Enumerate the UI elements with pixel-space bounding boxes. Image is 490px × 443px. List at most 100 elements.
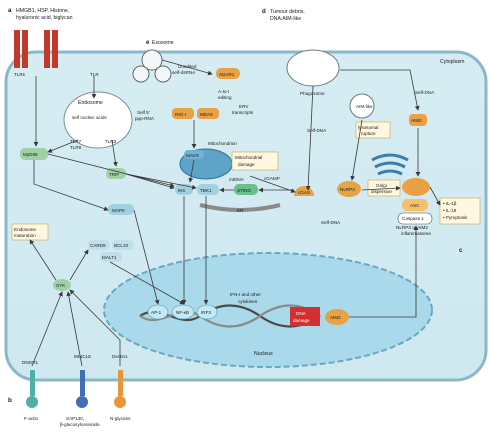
golgi-line2: dispersion <box>371 189 392 194</box>
mincle-label: MINCLE <box>74 354 91 359</box>
mito-damage-line1: Mitochondrial <box>235 155 262 160</box>
er-membrane <box>199 203 281 212</box>
panel-e-label: e <box>146 39 150 46</box>
nfkb-label: NF-κB <box>176 310 189 315</box>
endo-mat-line1: Endosome <box>14 227 36 232</box>
sap130-line1: SAP130, <box>66 416 84 421</box>
tumour-debris-line1: Tumour debris, <box>270 9 305 15</box>
dna-strand-a <box>139 304 321 328</box>
aim2-top-label: AIM2 <box>411 118 422 123</box>
bcl10-node <box>112 240 134 250</box>
mda5-node <box>197 108 219 119</box>
aim2-nuc-label: AIM2 <box>330 315 341 320</box>
endosome-sub-label: self nucleic acids <box>72 115 107 120</box>
trif-label: TRIF <box>109 172 119 177</box>
ifn-line2: cytokines <box>238 299 258 304</box>
self-dna-label-3: Self-DNA <box>321 220 341 225</box>
inflammasome-line1: NLRP3 or AIM2 <box>396 225 428 230</box>
lysosomal-box <box>355 121 391 139</box>
asc-label: ASC <box>410 203 420 208</box>
top-ligands-line1: HMGB1, HSP, Histone, <box>16 8 69 14</box>
malt1-node <box>100 252 122 262</box>
ap1-node <box>147 304 169 320</box>
lysosomal-line1: lysosomal <box>358 125 378 130</box>
endosome-label: Endosome <box>78 100 103 106</box>
erv-line2: transcripts <box>232 110 254 115</box>
card9-node <box>88 240 110 250</box>
bcl10-label: BCL10 <box>114 243 128 248</box>
unedited-line1: Unedited <box>178 64 197 69</box>
sap130-line2: β-glucosylceramide <box>60 422 100 427</box>
nfkb-node <box>171 304 195 320</box>
tlr-receptor-left <box>14 30 58 68</box>
output-pyroptosis: • Pyroptosis <box>443 215 468 220</box>
syk-label: SYK <box>56 283 66 288</box>
er-label: ER <box>237 208 244 213</box>
dngr1-receptor <box>26 370 38 408</box>
panel-a-label: a <box>8 7 12 14</box>
dna-damage-box <box>290 307 320 326</box>
adar1-label: ADAR1 <box>219 72 235 77</box>
mavs-node <box>184 150 204 159</box>
dna-strand-b <box>139 304 321 328</box>
erv-line1: ERV <box>239 104 249 109</box>
self-dna-label-2: Self-DNA <box>415 90 435 95</box>
phagosome <box>286 49 340 87</box>
signal-arrows <box>29 59 441 367</box>
dngr1-label: DNGR1 <box>22 360 39 365</box>
mda5-label: MDA5 <box>200 112 213 117</box>
mapk-label: MAPK <box>112 208 126 213</box>
endosome <box>63 91 133 149</box>
rigi-label: RIG-I <box>175 112 186 117</box>
lysosomal-line2: rupture <box>361 131 376 136</box>
dna-damage-line1: DNA <box>296 311 307 316</box>
sting-node <box>234 184 258 195</box>
myd88-label: MyD88 <box>23 152 38 157</box>
dectin-receptor <box>114 370 126 408</box>
card9-label: CARD9 <box>90 243 106 248</box>
panel-b-label: b <box>8 397 12 404</box>
sting-label: STING <box>237 188 251 193</box>
panel-c-label: c <box>459 247 463 254</box>
nlrp3-label: NLRP3 <box>340 187 355 192</box>
tlr3-label: TLR3 <box>105 139 117 144</box>
irf3-label: IRF3 <box>201 310 211 315</box>
self-dna-label-1: Self-DNA <box>307 128 327 133</box>
adar1-node <box>216 68 240 79</box>
ikk-label: IKK <box>178 188 186 193</box>
exosome-vesicle-2 <box>132 65 150 83</box>
cytoplasm-label: Cytoplasm <box>440 59 465 65</box>
aim2-agonist-label: AIM-like <box>356 104 373 109</box>
unedited-line2: self-dsRNA <box>172 70 196 75</box>
mapk-node <box>108 204 134 215</box>
top-ligands-line2: hyaluronic acid, biglycan <box>16 15 73 21</box>
output-il1b: • IL-1β <box>443 201 457 206</box>
tlr79-label-b: TLR9 <box>70 145 82 150</box>
malt1-label: MALT1 <box>102 255 117 260</box>
nlrp3-node <box>337 181 361 197</box>
syk-node <box>53 279 71 291</box>
dna-damage-line2: damage <box>293 318 310 323</box>
a-to-i-line2: editing <box>218 95 232 100</box>
tumour-debris-line2: DNA:AIM-like <box>270 16 301 22</box>
lysosome <box>349 93 375 119</box>
irf3-node <box>196 304 218 320</box>
caspase1-label: Caspase 1 <box>402 216 424 221</box>
cgamp-label: cGAMP <box>264 176 280 181</box>
outputs-box <box>439 197 481 225</box>
tlr79-label: TLR7 <box>70 139 82 144</box>
cgas-label: cGAS <box>298 190 310 195</box>
golgi-line1: Golgi <box>376 183 387 188</box>
myd88-node <box>20 148 48 160</box>
caspase1-node <box>397 212 433 225</box>
golgi-stack <box>371 153 409 162</box>
ifn-line1: IFN-I and other <box>230 292 261 297</box>
mito-damage-box <box>231 151 279 171</box>
mito-damage-line2: damage <box>238 162 255 167</box>
panel-d-label: d <box>262 8 266 15</box>
mtdna-label: mtDNA <box>229 177 245 182</box>
ap1-label: AP-1 <box>151 310 162 315</box>
factin-label: F-actin <box>24 416 38 421</box>
inflammasome-sensor <box>402 178 430 196</box>
